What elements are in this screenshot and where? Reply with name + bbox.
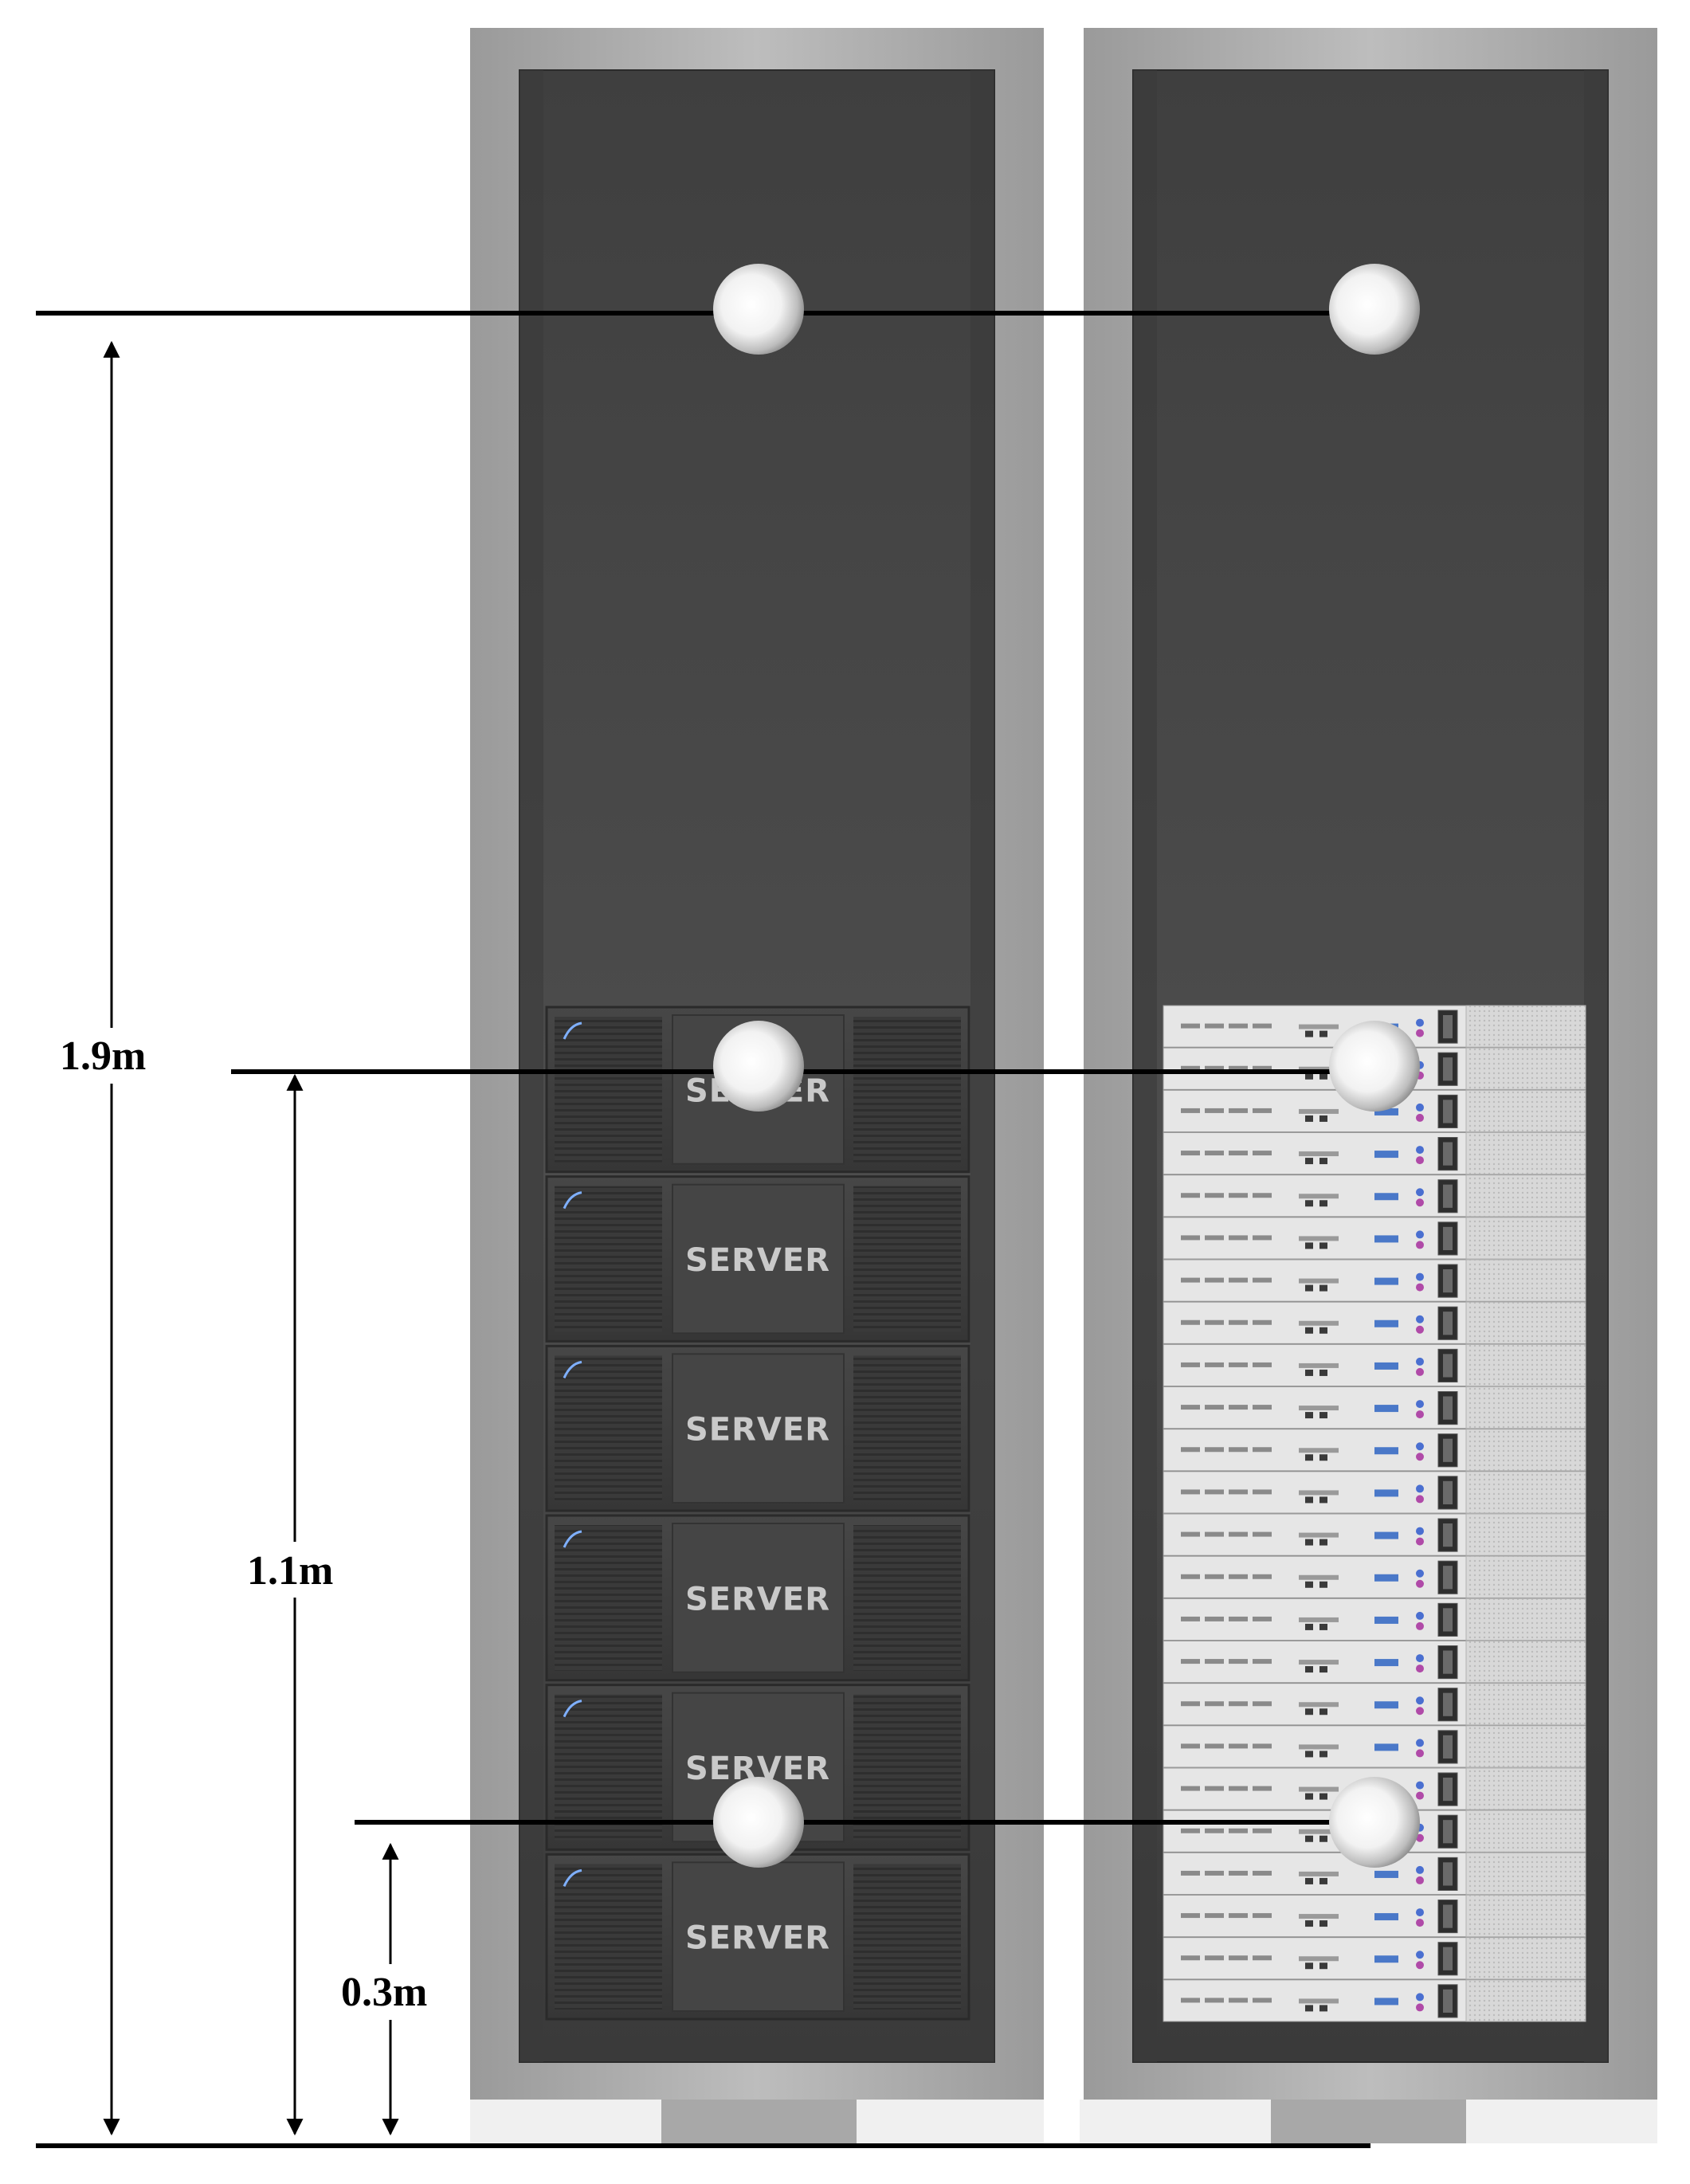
1u-server xyxy=(1163,1343,1586,1387)
brand-logo-icon xyxy=(563,1868,582,1887)
1u-server xyxy=(1163,1301,1586,1344)
left-rack-foot xyxy=(661,2100,857,2143)
1u-server xyxy=(1163,1767,1586,1810)
1u-server xyxy=(1163,1132,1586,1175)
right-rack xyxy=(1080,28,1657,2143)
server-chassis-stack: SERVERSERVERSERVERSERVERSERVERSERVER xyxy=(545,1006,970,2021)
1u-server xyxy=(1163,1005,1586,1048)
server-label: SERVER xyxy=(685,1412,830,1449)
sensor-right-low xyxy=(1329,1777,1420,1868)
1u-server xyxy=(1163,1852,1586,1895)
server-chassis: SERVER xyxy=(545,1344,970,1512)
server-chassis: SERVER xyxy=(545,1175,970,1343)
dimension-label-mid: 1.1m xyxy=(247,1548,333,1594)
1u-server-stack xyxy=(1163,1005,1586,2022)
1u-server xyxy=(1163,1429,1586,1472)
sensor-right-high xyxy=(1329,264,1420,355)
1u-server xyxy=(1163,1471,1586,1514)
1u-server xyxy=(1163,1979,1586,2022)
1u-server xyxy=(1163,1555,1586,1598)
right-rack-foot xyxy=(1271,2100,1466,2143)
right-rack-foot-gap-left xyxy=(1080,2100,1271,2143)
sensor-left-mid xyxy=(713,1021,804,1112)
1u-server xyxy=(1163,1641,1586,1684)
1u-server xyxy=(1163,1386,1586,1429)
brand-logo-icon xyxy=(563,1530,582,1548)
1u-server xyxy=(1163,1174,1586,1217)
server-chassis: SERVER xyxy=(545,1006,970,1174)
brand-logo-icon xyxy=(563,1700,582,1718)
sensor-right-mid xyxy=(1329,1021,1420,1112)
left-rack-foot-gap-left xyxy=(470,2100,661,2143)
brand-logo-icon xyxy=(563,1021,582,1040)
brand-logo-icon xyxy=(563,1360,582,1378)
1u-server xyxy=(1163,1895,1586,1938)
dimension-label-high: 1.9m xyxy=(60,1033,146,1079)
server-label: SERVER xyxy=(685,1920,830,1957)
server-label: SERVER xyxy=(685,1581,830,1617)
1u-server xyxy=(1163,1683,1586,1726)
server-chassis: SERVER xyxy=(545,1853,970,2021)
1u-server xyxy=(1163,1725,1586,1768)
1u-server xyxy=(1163,1089,1586,1133)
sensor-left-high xyxy=(713,264,804,355)
sensor-left-low xyxy=(713,1777,804,1868)
1u-server xyxy=(1163,1259,1586,1302)
right-rack-foot-gap-right xyxy=(1466,2100,1657,2143)
1u-server xyxy=(1163,1937,1586,1980)
dimension-label-low: 0.3m xyxy=(341,1970,427,2015)
brand-logo-icon xyxy=(563,1191,582,1210)
1u-server xyxy=(1163,1513,1586,1556)
sensors xyxy=(713,264,1420,1868)
1u-server xyxy=(1163,1598,1586,1641)
server-label: SERVER xyxy=(685,1242,830,1279)
server-chassis: SERVER xyxy=(545,1514,970,1682)
left-rack-foot-gap-right xyxy=(857,2100,1044,2143)
1u-server xyxy=(1163,1217,1586,1260)
